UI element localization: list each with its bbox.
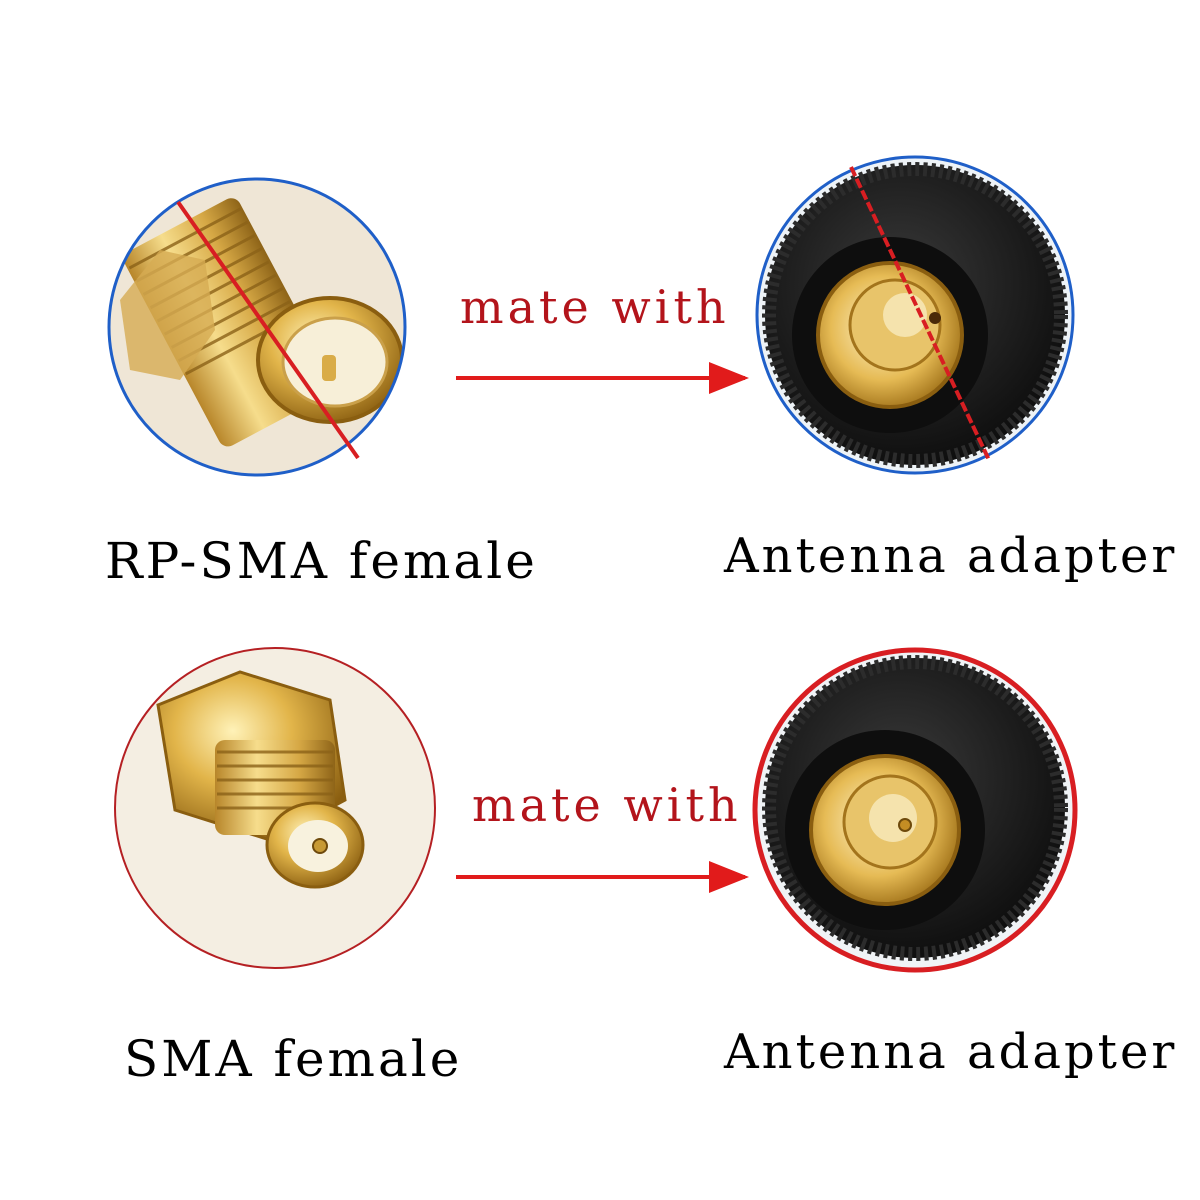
- antenna-adapter-label-2: Antenna adapter: [724, 1024, 1178, 1080]
- mate-with-label-2: mate with: [472, 778, 742, 832]
- rp-sma-female-label: RP-SMA female: [105, 532, 538, 590]
- rp-sma-female-photo: [107, 177, 407, 477]
- antenna-adapter-label-1: Antenna adapter: [724, 528, 1178, 584]
- strike-line: [176, 200, 360, 460]
- sma-female-label: SMA female: [124, 1030, 463, 1088]
- strike-line: [849, 166, 991, 461]
- mate-with-label-1: mate with: [460, 280, 730, 334]
- antenna-adapter-photo-1: [755, 155, 1075, 475]
- sma-female-photo: [114, 647, 436, 969]
- antenna-adapter-photo-2: [752, 647, 1078, 973]
